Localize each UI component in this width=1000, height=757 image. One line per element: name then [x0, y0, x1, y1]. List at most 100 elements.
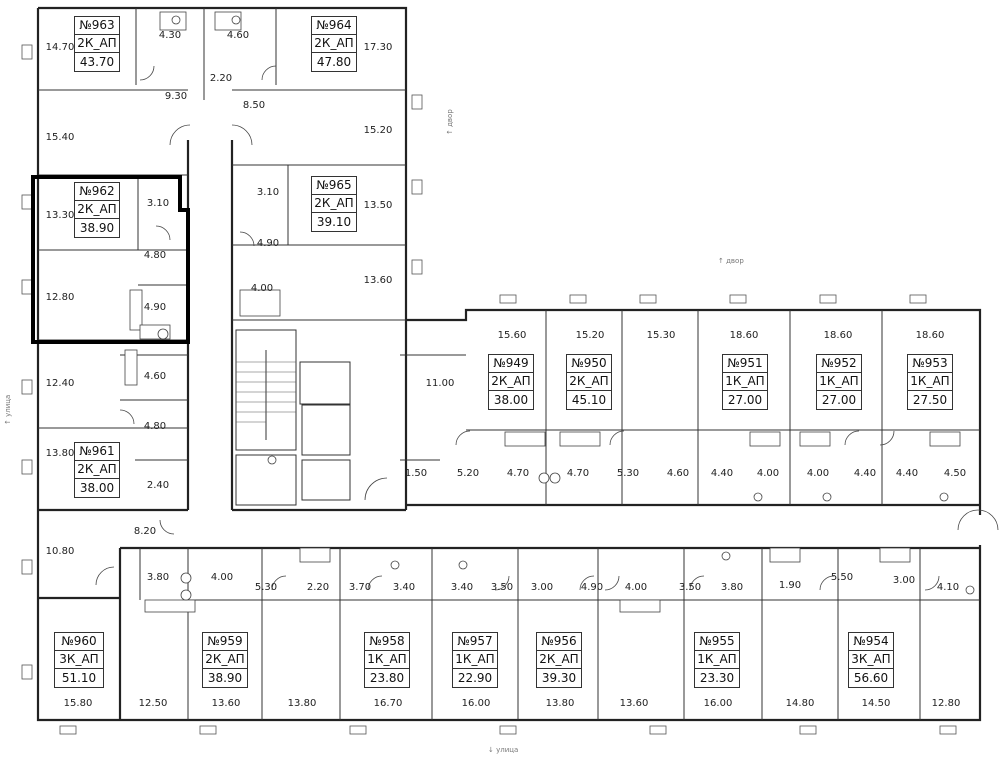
room-area: 15.60	[498, 330, 527, 341]
apartment-label-956[interactable]: №956 2К_АП 39.30	[536, 632, 582, 688]
apartment-area: 39.10	[316, 214, 352, 229]
apartment-number: №965	[312, 177, 356, 195]
room-area: 15.20	[576, 330, 605, 341]
apartment-label-961[interactable]: №961 2К_АП 38.00	[74, 442, 120, 498]
apartment-number: №958	[365, 633, 409, 651]
apartment-type: 3К_АП	[55, 651, 103, 669]
apartment-area: 27.00	[727, 392, 763, 407]
apartment-type: 2К_АП	[75, 35, 119, 53]
room-area: 4.80	[144, 250, 166, 261]
apartment-label-963[interactable]: №963 2К_АП 43.70	[74, 16, 120, 72]
room-area: 4.90	[144, 302, 166, 313]
apartment-number: №964	[312, 17, 356, 35]
apartment-area: 43.70	[79, 54, 115, 69]
room-area: 13.80	[288, 698, 317, 709]
room-area: 16.70	[374, 698, 403, 709]
room-area: 13.80	[546, 698, 575, 709]
apartment-area: 45.10	[571, 392, 607, 407]
room-area: 3.80	[721, 582, 743, 593]
apartment-number: №951	[723, 355, 767, 373]
stair-core	[235, 329, 351, 506]
apartment-area: 51.10	[61, 670, 97, 685]
room-area: 4.80	[144, 421, 166, 432]
room-area: 16.00	[462, 698, 491, 709]
room-area: 3.70	[349, 582, 371, 593]
room-area: 4.00	[757, 468, 779, 479]
room-area: 5.30	[617, 468, 639, 479]
apartment-type: 3К_АП	[849, 651, 893, 669]
room-area: 5.20	[457, 468, 479, 479]
apartment-label-953[interactable]: №953 1К_АП 27.50	[907, 354, 953, 410]
room-area: 2.20	[307, 582, 329, 593]
room-area: 4.30	[159, 30, 181, 41]
apartment-label-960[interactable]: №960 3К_АП 51.10	[54, 632, 104, 688]
room-area: 13.30	[46, 210, 75, 221]
apartment-label-959[interactable]: №959 2К_АП 38.90	[202, 632, 248, 688]
apartment-area: 23.30	[699, 670, 735, 685]
apartment-area: 38.90	[79, 220, 115, 235]
room-area: 4.40	[854, 468, 876, 479]
apartment-label-952[interactable]: №952 1К_АП 27.00	[816, 354, 862, 410]
apartment-label-965[interactable]: №965 2К_АП 39.10	[311, 176, 357, 232]
room-area: 17.30	[364, 42, 393, 53]
room-area: 3.50	[679, 582, 701, 593]
windows	[21, 44, 957, 735]
room-area: 16.00	[704, 698, 733, 709]
room-area: 18.60	[730, 330, 759, 341]
apartment-label-957[interactable]: №957 1К_АП 22.90	[452, 632, 498, 688]
apartment-area: 56.60	[853, 670, 889, 685]
compass-ulitsa-bottom: ↓ улица	[488, 746, 518, 754]
apartment-number: №953	[908, 355, 952, 373]
apartment-label-954[interactable]: №954 3К_АП 56.60	[848, 632, 894, 688]
room-area: 5.30	[255, 582, 277, 593]
room-area: 4.00	[251, 283, 273, 294]
apartment-type: 1К_АП	[908, 373, 952, 391]
room-area: 15.80	[64, 698, 93, 709]
room-area: 2.40	[147, 480, 169, 491]
room-area: 4.00	[625, 582, 647, 593]
room-area: 14.80	[786, 698, 815, 709]
room-area: 4.10	[937, 582, 959, 593]
room-area: 1.90	[779, 580, 801, 591]
room-area: 4.70	[507, 468, 529, 479]
apartment-area: 47.80	[316, 54, 352, 69]
compass-dvor-right: ↑ двор	[718, 257, 744, 265]
apartment-type: 1К_АП	[723, 373, 767, 391]
apartment-label-962[interactable]: №962 2К_АП 38.90	[74, 182, 120, 238]
apartment-label-951[interactable]: №951 1К_АП 27.00	[722, 354, 768, 410]
apartment-label-964[interactable]: №964 2К_АП 47.80	[311, 16, 357, 72]
apartment-type: 1К_АП	[817, 373, 861, 391]
room-area: 4.40	[711, 468, 733, 479]
compass-ulitsa-left: ↑ улица	[4, 395, 12, 425]
room-area: 13.80	[46, 448, 75, 459]
room-area: 3.40	[451, 582, 473, 593]
room-area: 14.70	[46, 42, 75, 53]
apartment-label-950[interactable]: №950 2К_АП 45.10	[566, 354, 612, 410]
room-area: 12.80	[932, 698, 961, 709]
apartment-type: 2К_АП	[537, 651, 581, 669]
apartment-label-955[interactable]: №955 1К_АП 23.30	[694, 632, 740, 688]
room-area: 2.20	[210, 73, 232, 84]
apartment-label-949[interactable]: №949 2К_АП 38.00	[488, 354, 534, 410]
room-area: 3.80	[147, 572, 169, 583]
room-area: 4.60	[667, 468, 689, 479]
room-area: 4.00	[211, 572, 233, 583]
apartment-type: 2К_АП	[489, 373, 533, 391]
apartment-area: 38.90	[207, 670, 243, 685]
apartment-label-958[interactable]: №958 1К_АП 23.80	[364, 632, 410, 688]
room-area: 5.50	[831, 572, 853, 583]
apartment-type: 2К_АП	[75, 201, 119, 219]
room-area: 3.10	[147, 198, 169, 209]
room-area: 3.40	[393, 582, 415, 593]
doors	[95, 65, 999, 591]
apartment-type: 1К_АП	[365, 651, 409, 669]
room-area: 3.00	[893, 575, 915, 586]
room-area: 12.40	[46, 378, 75, 389]
apartment-type: 1К_АП	[453, 651, 497, 669]
room-area: 4.00	[807, 468, 829, 479]
apartment-number: №954	[849, 633, 893, 651]
room-area: 4.60	[227, 30, 249, 41]
room-area: 15.20	[364, 125, 393, 136]
apartment-number: №952	[817, 355, 861, 373]
apartment-type: 1К_АП	[695, 651, 739, 669]
